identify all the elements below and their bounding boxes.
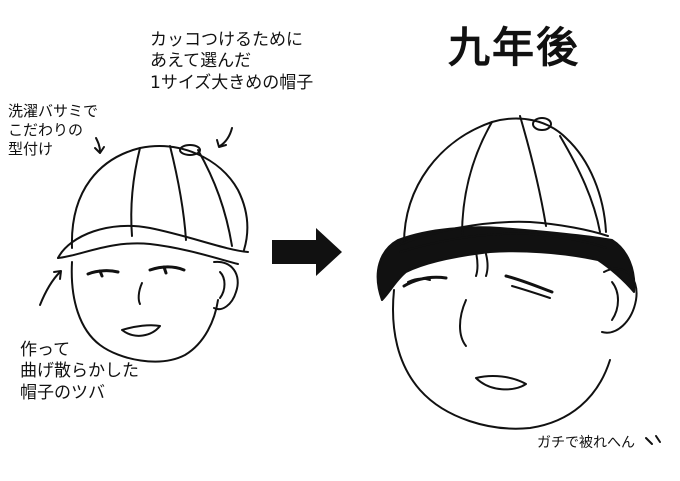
note-clothespin-shaping: 洗濯バサミで こだわりの 型付け bbox=[8, 102, 99, 158]
transition-arrow bbox=[272, 228, 342, 276]
older-eye-right bbox=[504, 274, 554, 294]
young-ear bbox=[213, 260, 239, 311]
young-person-figure bbox=[39, 127, 249, 363]
young-mouth bbox=[121, 324, 161, 337]
older-cap-brim bbox=[395, 220, 609, 247]
arrow-to-brim bbox=[39, 271, 61, 306]
young-eye-left bbox=[86, 269, 120, 276]
young-cap-brim bbox=[57, 224, 249, 259]
older-person-figure bbox=[376, 115, 661, 445]
older-cap-button bbox=[532, 117, 552, 131]
note-bent-brim: 作って 曲げ散らかした 帽子のツバ bbox=[20, 340, 139, 403]
young-cap-button bbox=[179, 144, 201, 156]
note-cant-wear: ガチで被れへん bbox=[537, 435, 635, 451]
older-ear bbox=[601, 267, 638, 334]
title-nine-years-later: 九年後 bbox=[448, 23, 581, 72]
young-eye-right bbox=[148, 265, 186, 272]
older-cap-crown bbox=[403, 117, 607, 245]
arrow-to-crown bbox=[95, 137, 101, 153]
older-face-outline bbox=[392, 289, 611, 430]
young-face-outline bbox=[70, 261, 219, 363]
older-hair bbox=[376, 226, 636, 301]
note-oversized-cap: カッコつけるために あえて選んだ 1サイズ大きめの帽子 bbox=[150, 30, 314, 93]
young-cap-crown bbox=[70, 145, 249, 251]
arrow-to-button bbox=[219, 127, 233, 147]
older-mouth bbox=[475, 375, 527, 391]
